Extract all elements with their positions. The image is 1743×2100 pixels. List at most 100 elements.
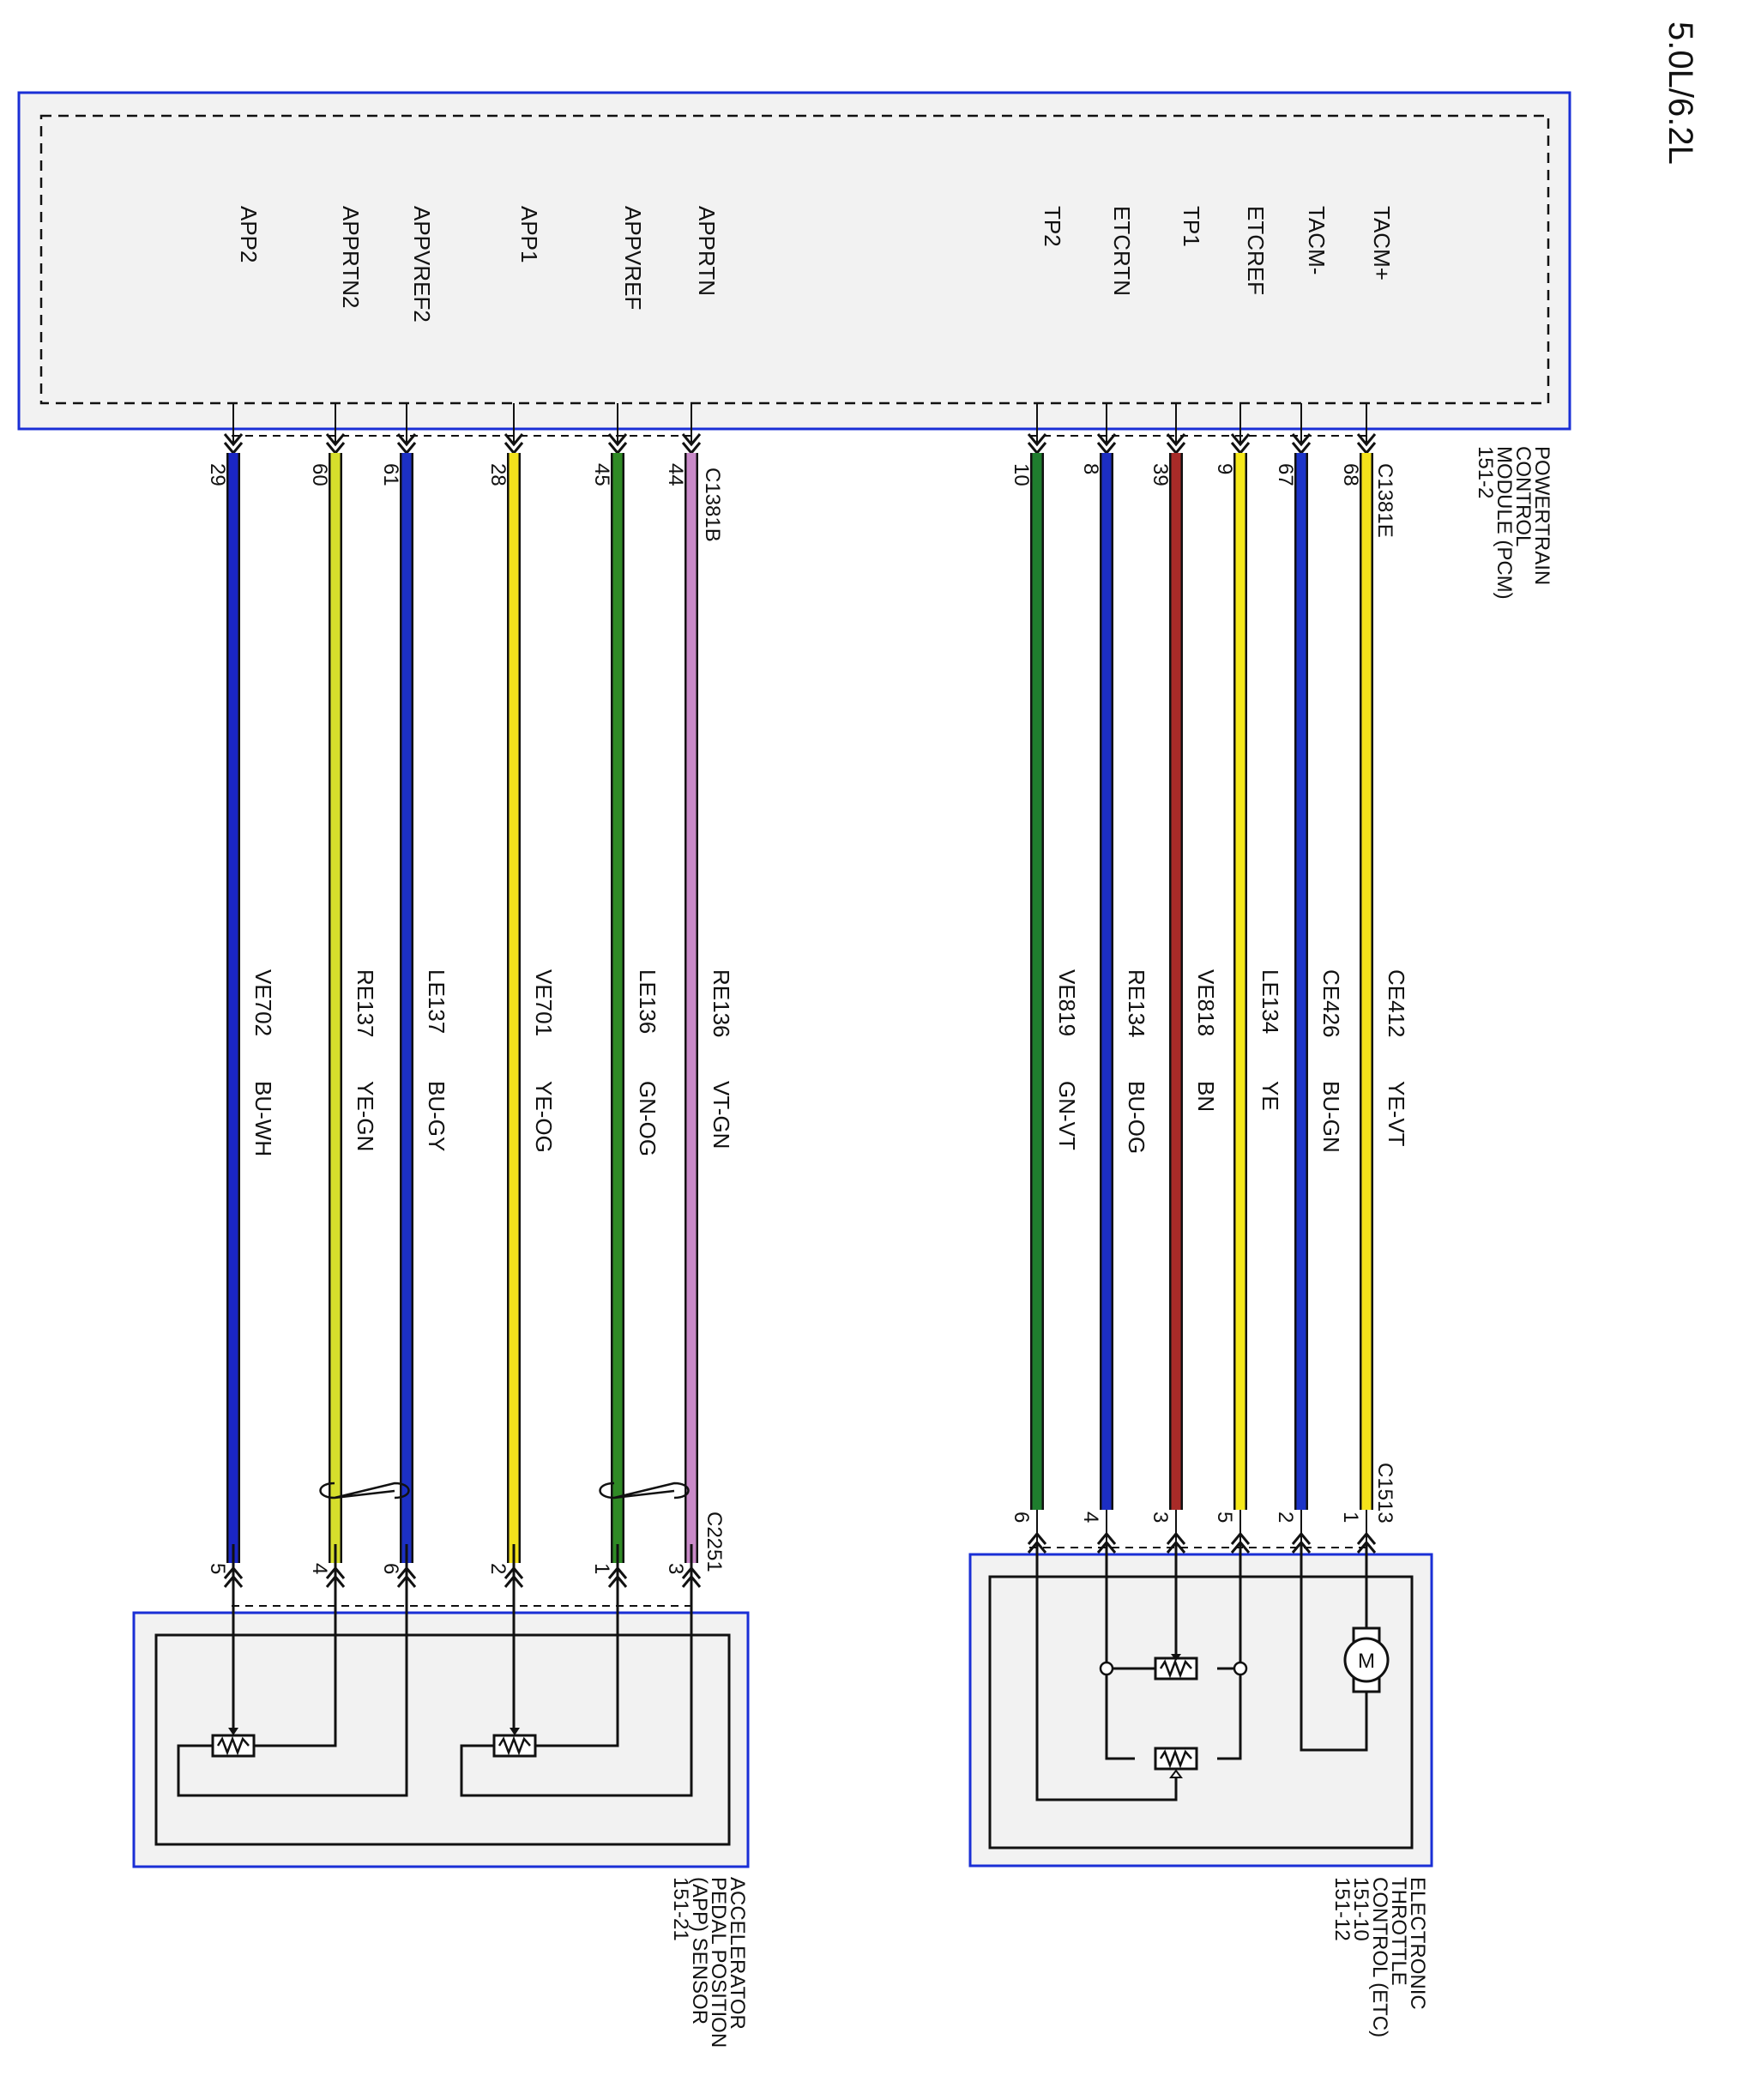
pcm-name-line: CONTROL: [1511, 446, 1535, 546]
far-pin-number: 3: [1149, 1512, 1172, 1523]
pcm-module: [17, 91, 1571, 431]
pcm-signal-label: TP1: [1179, 206, 1204, 247]
pcm-pin-arrow-icon: [396, 433, 417, 447]
motor-icon: M: [1343, 1626, 1390, 1693]
pcm-signal-label: TP2: [1040, 206, 1065, 247]
circuit-label: RE136: [709, 969, 734, 1038]
far-pin-number: 3: [664, 1563, 687, 1574]
circuit-label: VE702: [250, 969, 276, 1036]
etc-node-icon: [1233, 1661, 1248, 1676]
pcm-signal-label: APPVREF2: [409, 206, 435, 323]
circuit-label: LE136: [635, 969, 660, 1034]
app2-sensor-resistor-icon: [211, 1734, 256, 1758]
far-pin-number: 6: [1010, 1512, 1033, 1523]
wire-color-label: BU-WH: [250, 1081, 276, 1156]
circuit-label: VE819: [1054, 969, 1080, 1036]
far-pin-number: 2: [1274, 1512, 1297, 1523]
far-pin-arrow-icon: [1356, 1540, 1377, 1554]
pcm-pin-arrow-icon: [1291, 433, 1312, 447]
pcm-pin-number: 39: [1149, 463, 1172, 486]
circuit-label: VE701: [531, 969, 557, 1036]
twisted-pair-icon: [319, 1481, 690, 1500]
pcm-signal-label: TACM-: [1304, 206, 1330, 275]
app-name-line: 151-21: [669, 1877, 692, 1941]
far-pin-arrow-icon: [1166, 1540, 1186, 1554]
engine-label: 5.0L/6.2L: [1662, 21, 1699, 165]
circuit-label: LE137: [424, 969, 449, 1034]
pcm-pin-arrow-icon: [325, 433, 346, 447]
far-pin-arrow-icon: [1096, 1531, 1117, 1545]
wire-color-label: BU-GN: [1318, 1081, 1344, 1153]
far-pin-number: 1: [1339, 1512, 1362, 1523]
far-pin-number: 5: [206, 1563, 229, 1574]
far-pin-arrow-icon: [1027, 1531, 1047, 1545]
app-internal-circuit: [177, 1544, 693, 1797]
pcm-pin-arrow-icon: [1166, 433, 1186, 447]
far-pin-arrow-icon: [1291, 1540, 1312, 1554]
pcm-pin-arrow-icon: [504, 433, 524, 447]
far-pin-number: 6: [379, 1563, 402, 1574]
pcm-pin-arrow-icon: [607, 433, 628, 447]
circuit-label: LE134: [1257, 969, 1283, 1034]
pcm-signal-label: APPVREF: [620, 206, 646, 310]
pcm-name-line: MODULE (PCM): [1493, 446, 1516, 600]
app1-sensor-resistor-icon: [492, 1734, 537, 1758]
pcm-signal-label: TACM+: [1369, 206, 1395, 281]
etc-connector-c1513: C1513: [1373, 1463, 1396, 1524]
app-connector-c2251: C2251: [703, 1512, 726, 1572]
pcm-signal-label: APPRTN: [694, 206, 720, 296]
etc-name-line: ELECTRONIC: [1406, 1877, 1429, 2010]
wire-color-label: VT-GN: [709, 1081, 734, 1149]
wiper-arrow-icon: [1169, 1769, 1183, 1778]
circuit-label: VE818: [1193, 969, 1219, 1036]
far-pin-arrow-icon: [1291, 1531, 1312, 1545]
pcm-signal-label: APP1: [516, 206, 542, 263]
wire-color-label: GN-OG: [635, 1081, 660, 1156]
far-pin-arrow-icon: [1230, 1531, 1251, 1545]
pcm-name-line: POWERTRAIN: [1530, 446, 1553, 585]
pcm-signal-label: ETCRTN: [1109, 206, 1135, 296]
far-pin-number: 4: [1079, 1512, 1102, 1523]
pcm-pin-number: 67: [1274, 463, 1297, 486]
far-pin-number: 4: [308, 1563, 331, 1574]
app-sensor-module: [132, 1611, 750, 1868]
app-name-line: PEDAL POSITION: [707, 1877, 730, 2048]
circuit-label: CE412: [1384, 969, 1409, 1038]
pcm-connector-c1381b: C1381B: [701, 468, 724, 542]
pcm-pin-number: 68: [1339, 463, 1362, 486]
etc-name-line: 151-12: [1330, 1877, 1354, 1941]
etc-module: [968, 1553, 1433, 1868]
wire-color-label: YE: [1257, 1081, 1283, 1111]
tp2-resistor-icon: [1154, 1747, 1198, 1771]
etc-name-line: CONTROL (ETC): [1368, 1877, 1391, 2037]
pcm-pin-arrow-icon: [1096, 433, 1117, 447]
far-pin-arrow-icon: [1166, 1531, 1186, 1545]
far-pin-number: 5: [1213, 1512, 1236, 1523]
pcm-connector-c1381e: C1381E: [1373, 463, 1396, 538]
wire-color-label: GN-VT: [1054, 1081, 1080, 1150]
etc-internal-circuit: [1035, 1544, 1368, 1801]
etc-name-line: THROTTLE: [1387, 1877, 1410, 1986]
circuit-label: RE137: [353, 969, 378, 1038]
wiper-arrow-icon: [228, 1728, 238, 1735]
far-pin-arrow-icon: [1027, 1540, 1047, 1554]
pcm-pin-number: 61: [379, 463, 402, 486]
tp1-resistor-icon: [1154, 1656, 1198, 1681]
pcm-pin-number: 45: [590, 463, 613, 486]
pcm-signal-label: APP2: [236, 206, 262, 263]
pcm-pin-arrow-icon: [223, 433, 244, 447]
pcm-pin-number: 60: [308, 463, 331, 486]
svg-text:M: M: [1358, 1650, 1375, 1673]
pcm-pin-number: 29: [206, 463, 229, 486]
circuit-label: CE426: [1318, 969, 1344, 1038]
